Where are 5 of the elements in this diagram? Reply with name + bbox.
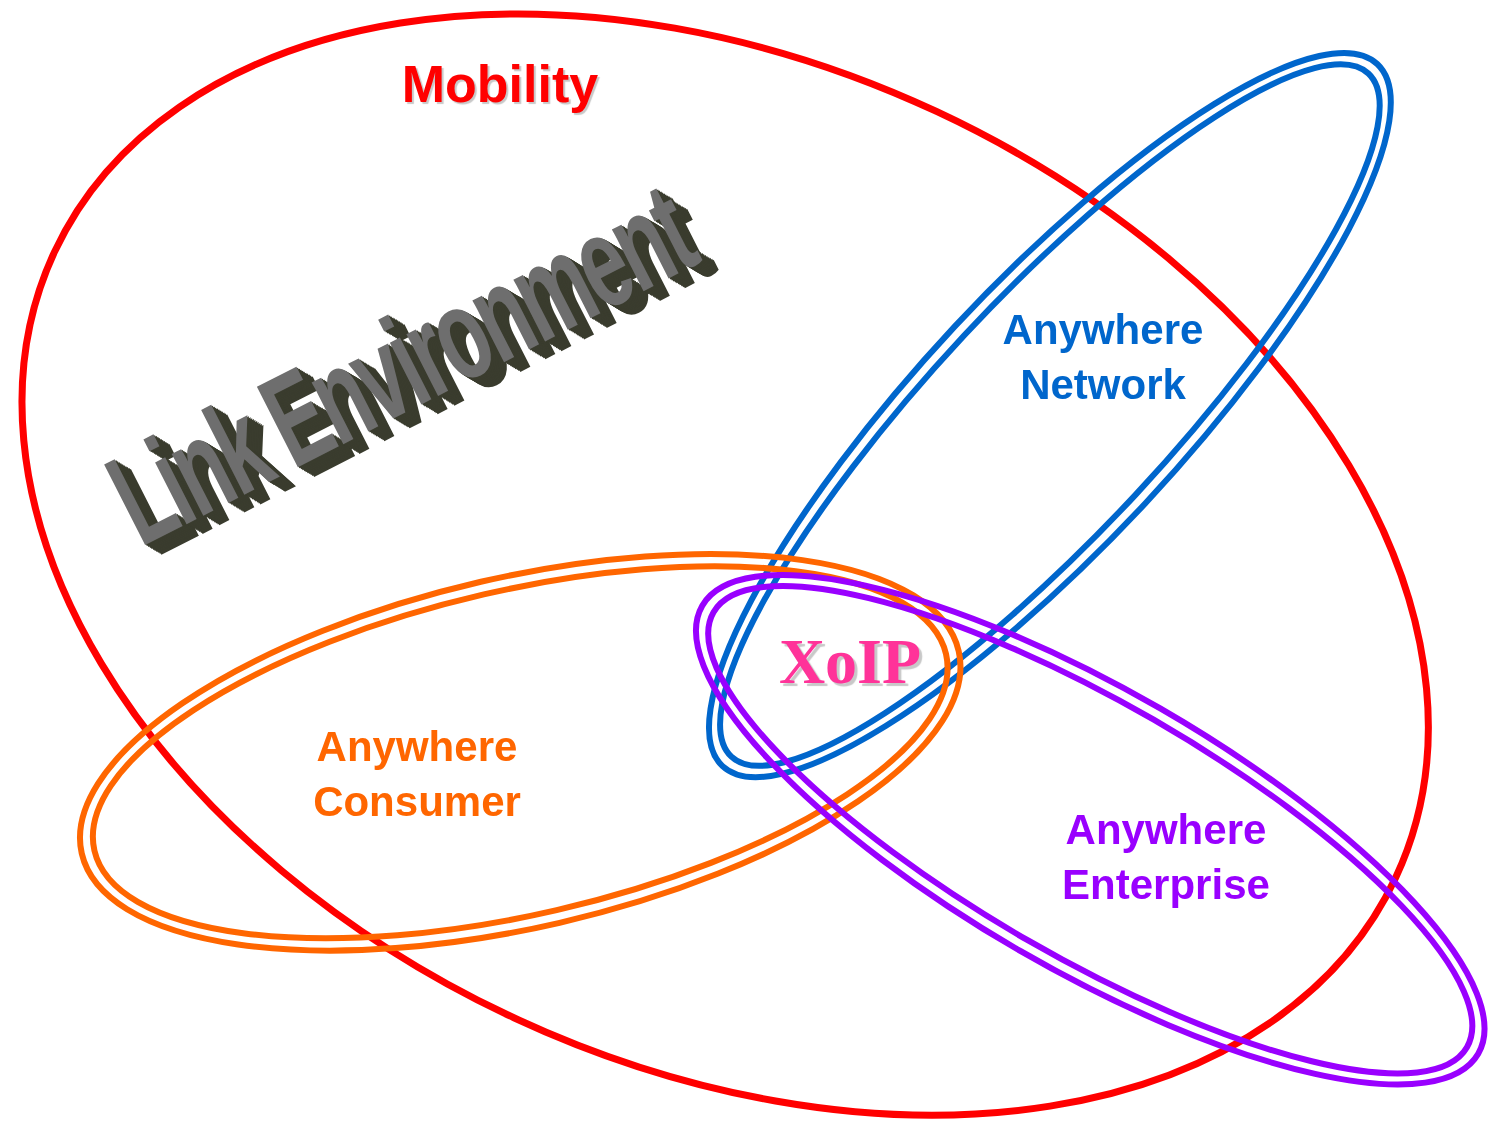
region-label: Anywhere Consumer: [312, 722, 522, 827]
region-label: Anywhere Network: [1001, 305, 1205, 410]
center-label: XoIP: [778, 625, 922, 699]
region-title: Mobility: [400, 54, 600, 116]
region-label: Anywhere Enterprise: [1061, 805, 1271, 910]
